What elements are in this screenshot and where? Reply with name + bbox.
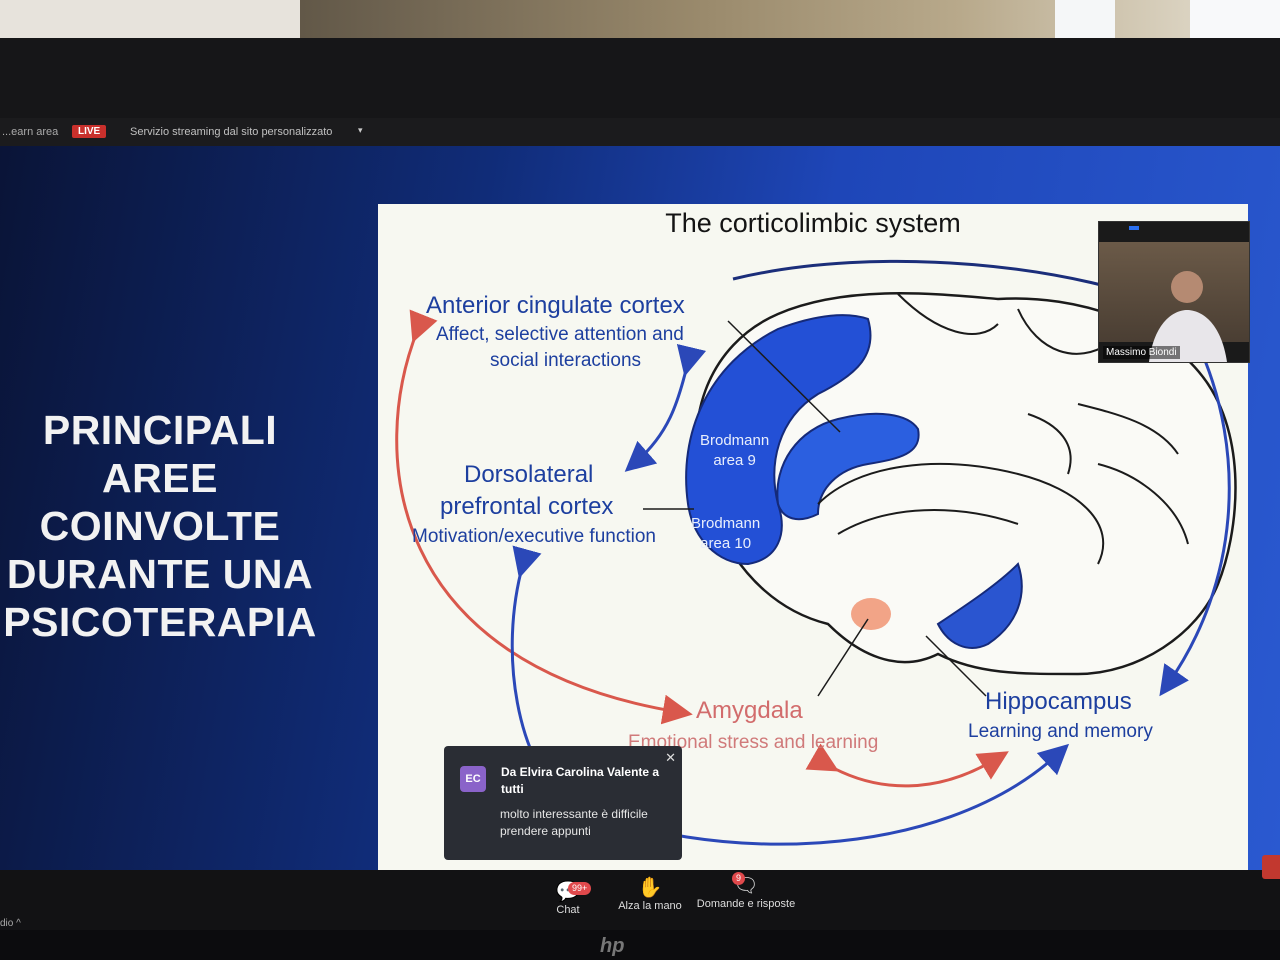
qa-icon: 🗨: [733, 875, 759, 897]
brain-diagram: [395, 259, 1237, 846]
chat-button[interactable]: 💬 Chat 99+: [548, 880, 592, 916]
chat-sender: Da Elvira Carolina Valente a tutti: [501, 765, 660, 796]
chat-label: Chat: [556, 904, 580, 916]
dlpfc-title: Dorsolateral: [464, 461, 594, 488]
stream-label[interactable]: Servizio streaming dal sito personalizza…: [130, 126, 333, 138]
participant-name: Massimo Biondi: [1103, 346, 1180, 359]
window: [1190, 0, 1280, 45]
diagram-title: The corticolimbic system: [665, 208, 961, 238]
leave-button[interactable]: [1262, 855, 1280, 879]
brodmann-9-label: Brodmann area 9: [700, 431, 769, 471]
chat-notification[interactable]: EC Da Elvira Carolina Valente a tutti mo…: [444, 746, 682, 860]
amygdala-marker: [851, 598, 891, 630]
live-badge: LIVE: [72, 125, 107, 138]
slide-title-line: PRINCIPALI: [42, 407, 278, 453]
raise-hand-label: Alza la mano: [618, 900, 682, 912]
slide-title-line: PSICOTERAPIA: [3, 599, 317, 645]
hand-icon: ✋: [637, 877, 663, 899]
hp-logo: hp: [600, 935, 625, 957]
dlpfc-sub: Motivation/executive function: [412, 526, 656, 547]
top-bar-left-text: ...earn area: [2, 126, 59, 138]
brodmann-10-line: Brodmann: [691, 515, 761, 532]
slide-title: PRINCIPALI AREE COINVOLTE DURANTE UNA PS…: [0, 406, 350, 646]
slide-title-line: DURANTE UNA: [6, 551, 314, 597]
acc-sub: Affect, selective attention and: [436, 324, 684, 345]
dlpfc-title: prefrontal cortex: [440, 493, 614, 520]
picture-frame: [0, 0, 300, 42]
brodmann-9-line: area 9: [713, 452, 756, 469]
chat-badge: 99+: [568, 882, 592, 895]
brodmann-10-label: Brodmann area 10: [691, 514, 760, 554]
shared-slide: PRINCIPALI AREE COINVOLTE DURANTE UNA PS…: [0, 146, 1280, 879]
avatar: EC: [460, 766, 486, 792]
bottom-toolbar: dio ^ 💬 Chat 99+ ✋ Alza la mano 🗨 Domand…: [0, 870, 1280, 930]
person-silhouette: [1099, 222, 1249, 362]
meeting-screen: ...earn area LIVE Servizio streaming dal…: [0, 118, 1280, 930]
self-video-tile[interactable]: Massimo Biondi: [1098, 221, 1250, 363]
window: [1055, 0, 1115, 45]
chat-message: molto interessante è difficile prendere …: [500, 807, 648, 838]
qa-button[interactable]: 🗨 Domande e risposte 9: [694, 872, 798, 910]
qa-label: Domande e risposte: [696, 898, 796, 910]
qa-badge: 9: [732, 872, 746, 885]
brodmann-10-line: area 10: [700, 535, 752, 552]
hippocampus-sub: Learning and memory: [968, 721, 1153, 742]
slide-title-line: COINVOLTE: [39, 503, 281, 549]
slide-title-line: AREE: [102, 455, 218, 501]
acc-sub: social interactions: [490, 350, 642, 371]
hippocampus-title: Hippocampus: [985, 688, 1132, 715]
amygdala-title: Amygdala: [696, 697, 803, 724]
top-bar: ...earn area LIVE Servizio streaming dal…: [0, 118, 1280, 146]
brodmann-9-line: Brodmann: [700, 432, 770, 449]
close-icon[interactable]: ✕: [665, 750, 676, 765]
acc-title: Anterior cingulate cortex: [426, 292, 685, 319]
raise-hand-button[interactable]: ✋ Alza la mano: [612, 876, 688, 912]
amygdala-sub: Emotional stress and learning: [628, 732, 879, 753]
chevron-down-icon[interactable]: ▾: [358, 125, 363, 135]
audio-label[interactable]: dio ^: [0, 918, 21, 929]
monitor-bezel: [0, 38, 1280, 118]
